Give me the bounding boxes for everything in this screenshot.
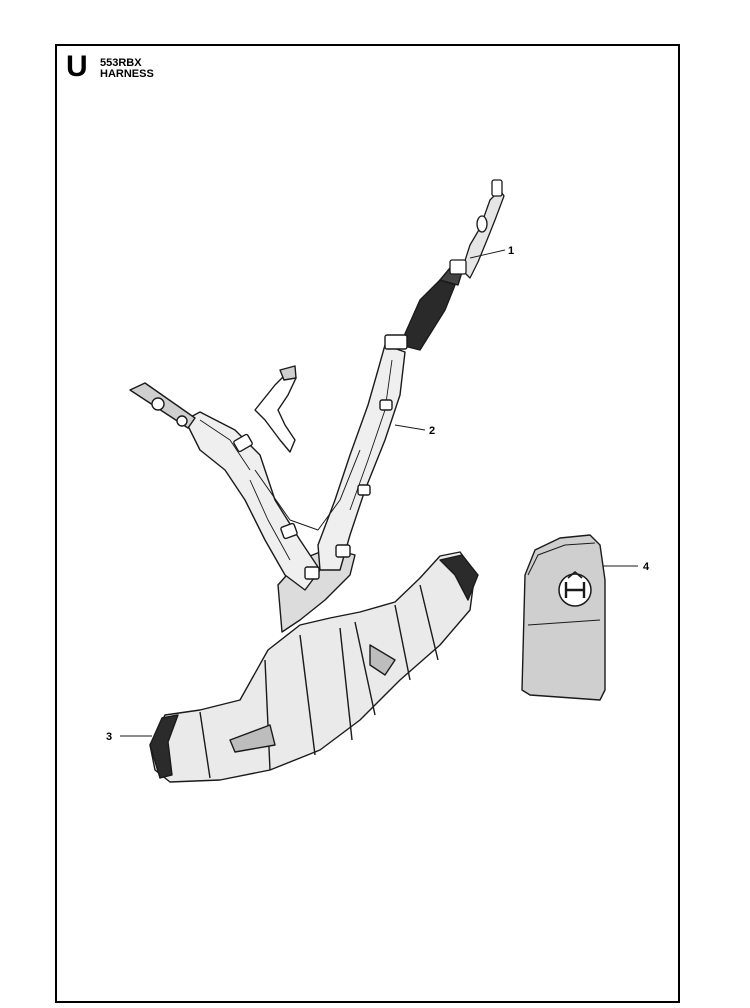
- leader-line-2: [394, 424, 426, 431]
- harness-pad-part: [521, 534, 606, 701]
- callout-number-1: 1: [508, 245, 514, 257]
- section-letter: U: [66, 50, 88, 83]
- diagram-frame: [55, 44, 680, 1003]
- callout-number-2: 2: [429, 425, 435, 437]
- callout-leaders: [120, 249, 638, 737]
- hip-pad-part: [149, 551, 479, 783]
- model-label: 553RBX: [100, 57, 142, 69]
- harness-straps-part: [129, 261, 466, 633]
- section-title: HARNESS: [100, 68, 154, 80]
- shoulder-hook-part: [449, 179, 505, 279]
- callout-number-3: 3: [106, 731, 112, 743]
- husqvarna-logo-icon: [558, 571, 592, 607]
- callout-number-4: 4: [643, 561, 650, 573]
- leader-line-1: [469, 249, 506, 259]
